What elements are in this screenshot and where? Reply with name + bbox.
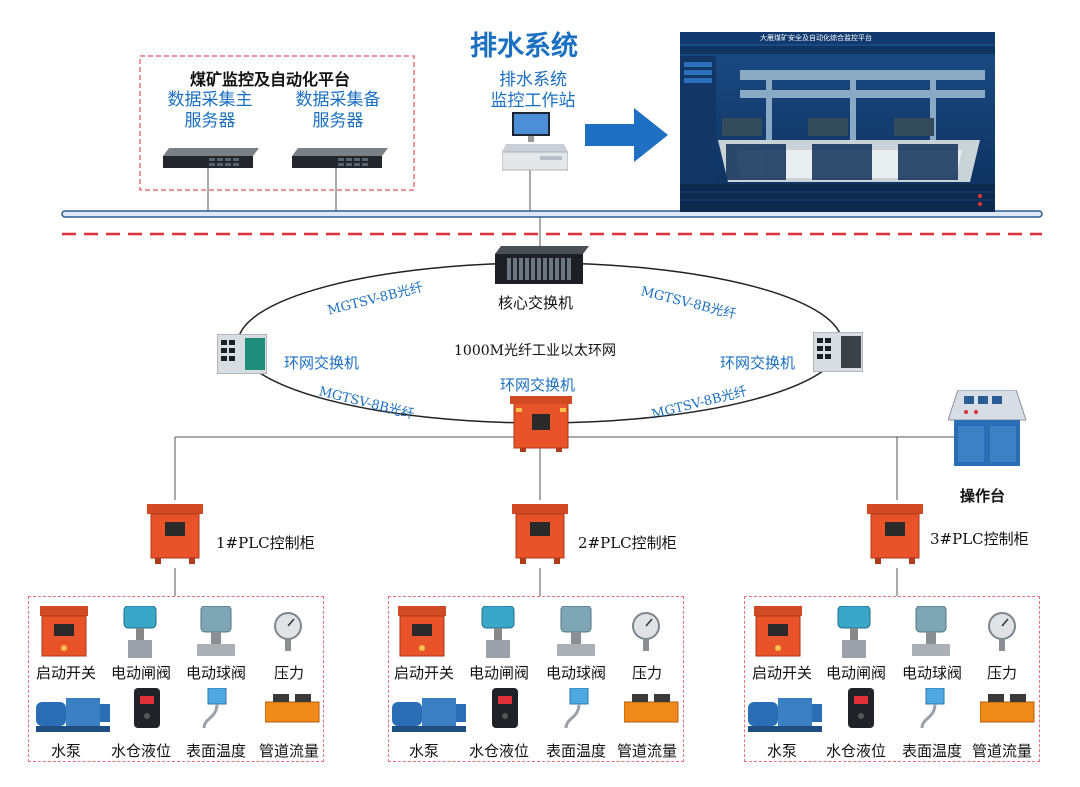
pressure-gauge-icon	[632, 612, 660, 652]
core-switch-icon	[495, 246, 589, 284]
plc-1-label: 1#PLC控制柜	[216, 534, 315, 552]
left-switch-label: 环网交换机	[284, 354, 360, 372]
device-label: 电动球阀	[901, 664, 962, 682]
plc-3-icon	[867, 504, 923, 564]
device-label: 启动开关	[751, 664, 812, 682]
device-label: 电动闸阀	[110, 664, 171, 682]
ring-label: 1000M光纤工业以太环网	[454, 343, 616, 359]
plc-1-icon	[147, 504, 203, 564]
device-label: 表面温度	[545, 742, 606, 760]
plc-2-label: 2#PLC控制柜	[578, 534, 677, 552]
pressure-gauge-icon	[274, 612, 302, 652]
temperature-sensor-icon	[564, 688, 590, 730]
ball-valve-icon	[556, 606, 596, 657]
device-label: 水泵	[766, 742, 797, 760]
level-sensor-icon	[134, 688, 160, 728]
core-switch-label: 核心交换机	[498, 294, 574, 312]
primary-server-icon	[163, 148, 259, 168]
screen-app-title: 大雁煤矿安全及自动化综合监控平台	[760, 34, 872, 42]
platform-heading: 煤矿监控及自动化平台	[190, 70, 351, 89]
plc-2-icon	[512, 504, 568, 564]
device-label: 水泵	[50, 742, 81, 760]
center-switch-icon	[510, 396, 572, 452]
water-pump-icon	[748, 698, 822, 732]
device-label: 压力	[631, 664, 662, 682]
left-switch-icon	[217, 334, 267, 374]
workstation-label: 排水系统 监控工作站	[490, 70, 576, 111]
device-label: 水泵	[408, 742, 439, 760]
gate-valve-icon	[123, 606, 157, 659]
center-switch-label: 环网交换机	[500, 376, 576, 394]
device-label: 表面温度	[901, 742, 962, 760]
console-icon	[948, 390, 1026, 466]
console-label: 操作台	[960, 487, 1006, 505]
device-label: 电动闸阀	[825, 664, 886, 682]
start-switch-icon	[398, 605, 447, 657]
device-group-1	[28, 596, 324, 762]
backup-server-label: 数据采集备 服务器	[295, 90, 381, 131]
device-label: 管道流量	[971, 742, 1032, 760]
workstation-icon	[502, 112, 568, 171]
device-label: 电动闸阀	[468, 664, 529, 682]
monitoring-screen	[680, 32, 995, 212]
page-title: 排水系统	[470, 31, 578, 62]
device-label: 管道流量	[258, 742, 319, 760]
gate-valve-icon	[481, 606, 515, 659]
device-group-2	[388, 596, 684, 762]
level-sensor-icon	[492, 688, 518, 728]
device-label: 压力	[273, 664, 304, 682]
temperature-sensor-icon	[202, 688, 228, 730]
water-pump-icon	[392, 698, 466, 732]
pressure-gauge-icon	[988, 612, 1016, 652]
ball-valve-icon	[196, 606, 236, 657]
start-switch-icon	[754, 605, 803, 657]
temperature-sensor-icon	[920, 688, 946, 730]
device-label: 电动球阀	[545, 664, 606, 682]
device-label: 水仓液位	[110, 742, 171, 760]
level-sensor-icon	[848, 688, 874, 728]
device-label: 水仓液位	[468, 742, 529, 760]
device-group-3	[744, 596, 1040, 762]
device-label: 启动开关	[35, 664, 96, 682]
flow-meter-icon	[265, 694, 320, 723]
flow-meter-icon	[624, 694, 679, 723]
device-label: 电动球阀	[185, 664, 246, 682]
ball-valve-icon	[911, 606, 951, 657]
device-label: 管道流量	[616, 742, 677, 760]
start-switch-icon	[40, 605, 89, 657]
flow-meter-icon	[980, 694, 1035, 723]
gate-valve-icon	[837, 606, 871, 659]
backup-server-icon	[292, 148, 388, 168]
device-label: 压力	[986, 664, 1017, 682]
right-switch-label: 环网交换机	[720, 354, 796, 372]
device-label: 表面温度	[185, 742, 246, 760]
water-pump-icon	[36, 698, 110, 732]
right-switch-icon	[813, 332, 863, 372]
device-label: 水仓液位	[825, 742, 886, 760]
primary-server-label: 数据采集主 服务器	[167, 90, 253, 131]
device-label: 启动开关	[393, 664, 454, 682]
plc-3-label: 3#PLC控制柜	[930, 530, 1029, 548]
